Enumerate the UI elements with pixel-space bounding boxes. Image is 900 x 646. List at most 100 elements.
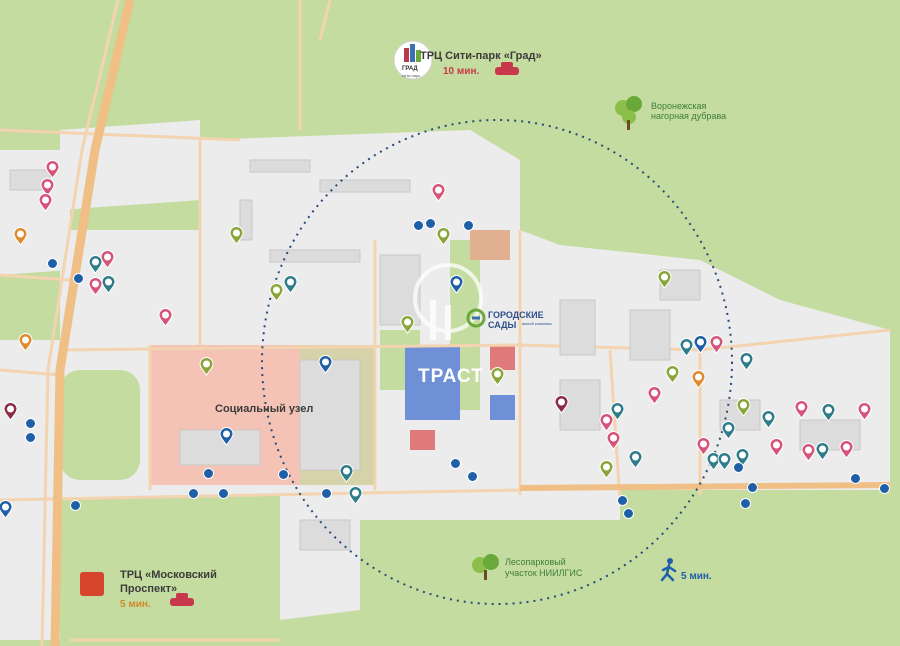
map-pin-icon[interactable] xyxy=(449,275,464,294)
moscow-mall-time: 5 мин. xyxy=(120,599,151,610)
map-pin-icon[interactable] xyxy=(348,486,363,505)
bus-stop-icon[interactable] xyxy=(188,488,199,499)
map-pin-icon[interactable] xyxy=(339,464,354,483)
map-pin-icon[interactable] xyxy=(739,352,754,371)
map-pin-icon[interactable] xyxy=(554,395,569,414)
complex-subtitle: жилой комплекс xyxy=(522,321,553,326)
map-pin-icon[interactable] xyxy=(821,403,836,422)
map-pin-icon[interactable] xyxy=(769,438,784,457)
map-pin-icon[interactable] xyxy=(100,250,115,269)
map-pin-icon[interactable] xyxy=(610,402,625,421)
map-pin-icon[interactable] xyxy=(628,450,643,469)
grad-mall-title: ТРЦ Сити-парк «Град» xyxy=(420,50,542,62)
map-pin-icon[interactable] xyxy=(721,421,736,440)
bus-stop-icon[interactable] xyxy=(879,483,890,494)
map-pin-icon[interactable] xyxy=(199,357,214,376)
map-pin-icon[interactable] xyxy=(431,183,446,202)
map-pin-icon[interactable] xyxy=(693,335,708,354)
complex-name-line1: ГОРОДСКИЕ xyxy=(488,310,544,320)
map-pin-icon[interactable] xyxy=(269,283,284,302)
map-pin-icon[interactable] xyxy=(18,333,33,352)
bus-stop-icon[interactable] xyxy=(463,220,474,231)
map-pin-icon[interactable] xyxy=(40,178,55,197)
bus-stop-icon[interactable] xyxy=(623,508,634,519)
map-pin-icon[interactable] xyxy=(101,275,116,294)
map-pin-icon[interactable] xyxy=(88,277,103,296)
map-pin-icon[interactable] xyxy=(794,400,809,419)
grad-mall-time: 10 мин. xyxy=(443,66,480,77)
map-pin-icon[interactable] xyxy=(229,226,244,245)
map-pin-icon[interactable] xyxy=(717,452,732,471)
map-pin-icon[interactable] xyxy=(3,402,18,421)
map-pin-icon[interactable] xyxy=(38,193,53,212)
forest-park-line2: участок НИИЛГИС xyxy=(505,568,583,578)
bus-stop-icon[interactable] xyxy=(850,473,861,484)
map-pin-icon[interactable] xyxy=(599,413,614,432)
map-pin-icon[interactable] xyxy=(599,460,614,479)
map-pin-icon[interactable] xyxy=(735,448,750,467)
bus-stop-icon[interactable] xyxy=(70,500,81,511)
car-icon xyxy=(170,593,194,606)
map-pin-icon[interactable] xyxy=(709,335,724,354)
map-pin-icon[interactable] xyxy=(696,437,711,456)
map-pin-icon[interactable] xyxy=(283,275,298,294)
bus-stop-icon[interactable] xyxy=(617,495,628,506)
map-pin-icon[interactable] xyxy=(839,440,854,459)
bus-stop-icon[interactable] xyxy=(47,258,58,269)
moscow-mall-logo xyxy=(80,572,104,596)
bus-stop-icon[interactable] xyxy=(73,273,84,284)
map-pin-icon[interactable] xyxy=(761,410,776,429)
map-pin-icon[interactable] xyxy=(219,427,234,446)
map-pin-icon[interactable] xyxy=(857,402,872,421)
bus-stop-icon[interactable] xyxy=(747,482,758,493)
complex-name-line2: САДЫ xyxy=(488,320,517,330)
grad-logo-text: ГРАД xyxy=(402,66,418,72)
bus-stop-icon[interactable] xyxy=(25,418,36,429)
map-pin-icon[interactable] xyxy=(436,227,451,246)
map-pin-icon[interactable] xyxy=(606,431,621,450)
bus-stop-icon[interactable] xyxy=(413,220,424,231)
map-pin-icon[interactable] xyxy=(318,355,333,374)
moscow-mall-line1: ТРЦ «Московский xyxy=(120,569,217,581)
social-hub-title: Социальный узел xyxy=(215,403,314,415)
bus-stop-icon[interactable] xyxy=(25,432,36,443)
moscow-mall-line2: Проспект» xyxy=(120,583,178,595)
map-pin-icon[interactable] xyxy=(400,315,415,334)
map-pin-icon[interactable] xyxy=(691,370,706,389)
forest-park-line1: Лесопарковый xyxy=(505,557,566,567)
oak-forest-line2: нагорная дубрава xyxy=(651,111,727,121)
bus-stop-icon[interactable] xyxy=(740,498,751,509)
map-pin-icon[interactable] xyxy=(801,443,816,462)
tree-icon xyxy=(615,96,642,130)
map-pin-icon[interactable] xyxy=(0,500,13,519)
bus-stop-icon[interactable] xyxy=(278,469,289,480)
walking-person-icon xyxy=(660,558,677,582)
watermark-logo xyxy=(413,263,483,340)
map-pin-icon[interactable] xyxy=(736,398,751,417)
car-icon xyxy=(495,62,519,75)
complex-logo xyxy=(466,308,486,328)
bus-stop-icon[interactable] xyxy=(467,471,478,482)
bus-stop-icon[interactable] xyxy=(733,462,744,473)
map-pin-icon[interactable] xyxy=(13,227,28,246)
walk-time: 5 мин. xyxy=(681,571,712,582)
bus-stop-icon[interactable] xyxy=(218,488,229,499)
map-pin-icon[interactable] xyxy=(679,338,694,357)
map-pin-icon[interactable] xyxy=(490,367,505,386)
tree-icon xyxy=(472,554,499,580)
map-pin-icon[interactable] xyxy=(706,452,721,471)
map-pin-icon[interactable] xyxy=(45,160,60,179)
bus-stop-icon[interactable] xyxy=(450,458,461,469)
grad-logo xyxy=(393,40,433,80)
map-pin-icon[interactable] xyxy=(815,442,830,461)
bus-stop-icon[interactable] xyxy=(321,488,332,499)
map-pin-icon[interactable] xyxy=(158,308,173,327)
oak-forest-line1: Воронежская xyxy=(651,101,707,111)
bus-stop-icon[interactable] xyxy=(425,218,436,229)
map-pin-icon[interactable] xyxy=(665,365,680,384)
map-pin-icon[interactable] xyxy=(647,386,662,405)
map-pin-icon[interactable] xyxy=(657,270,672,289)
map-pin-icon[interactable] xyxy=(88,255,103,274)
bus-stop-icon[interactable] xyxy=(203,468,214,479)
